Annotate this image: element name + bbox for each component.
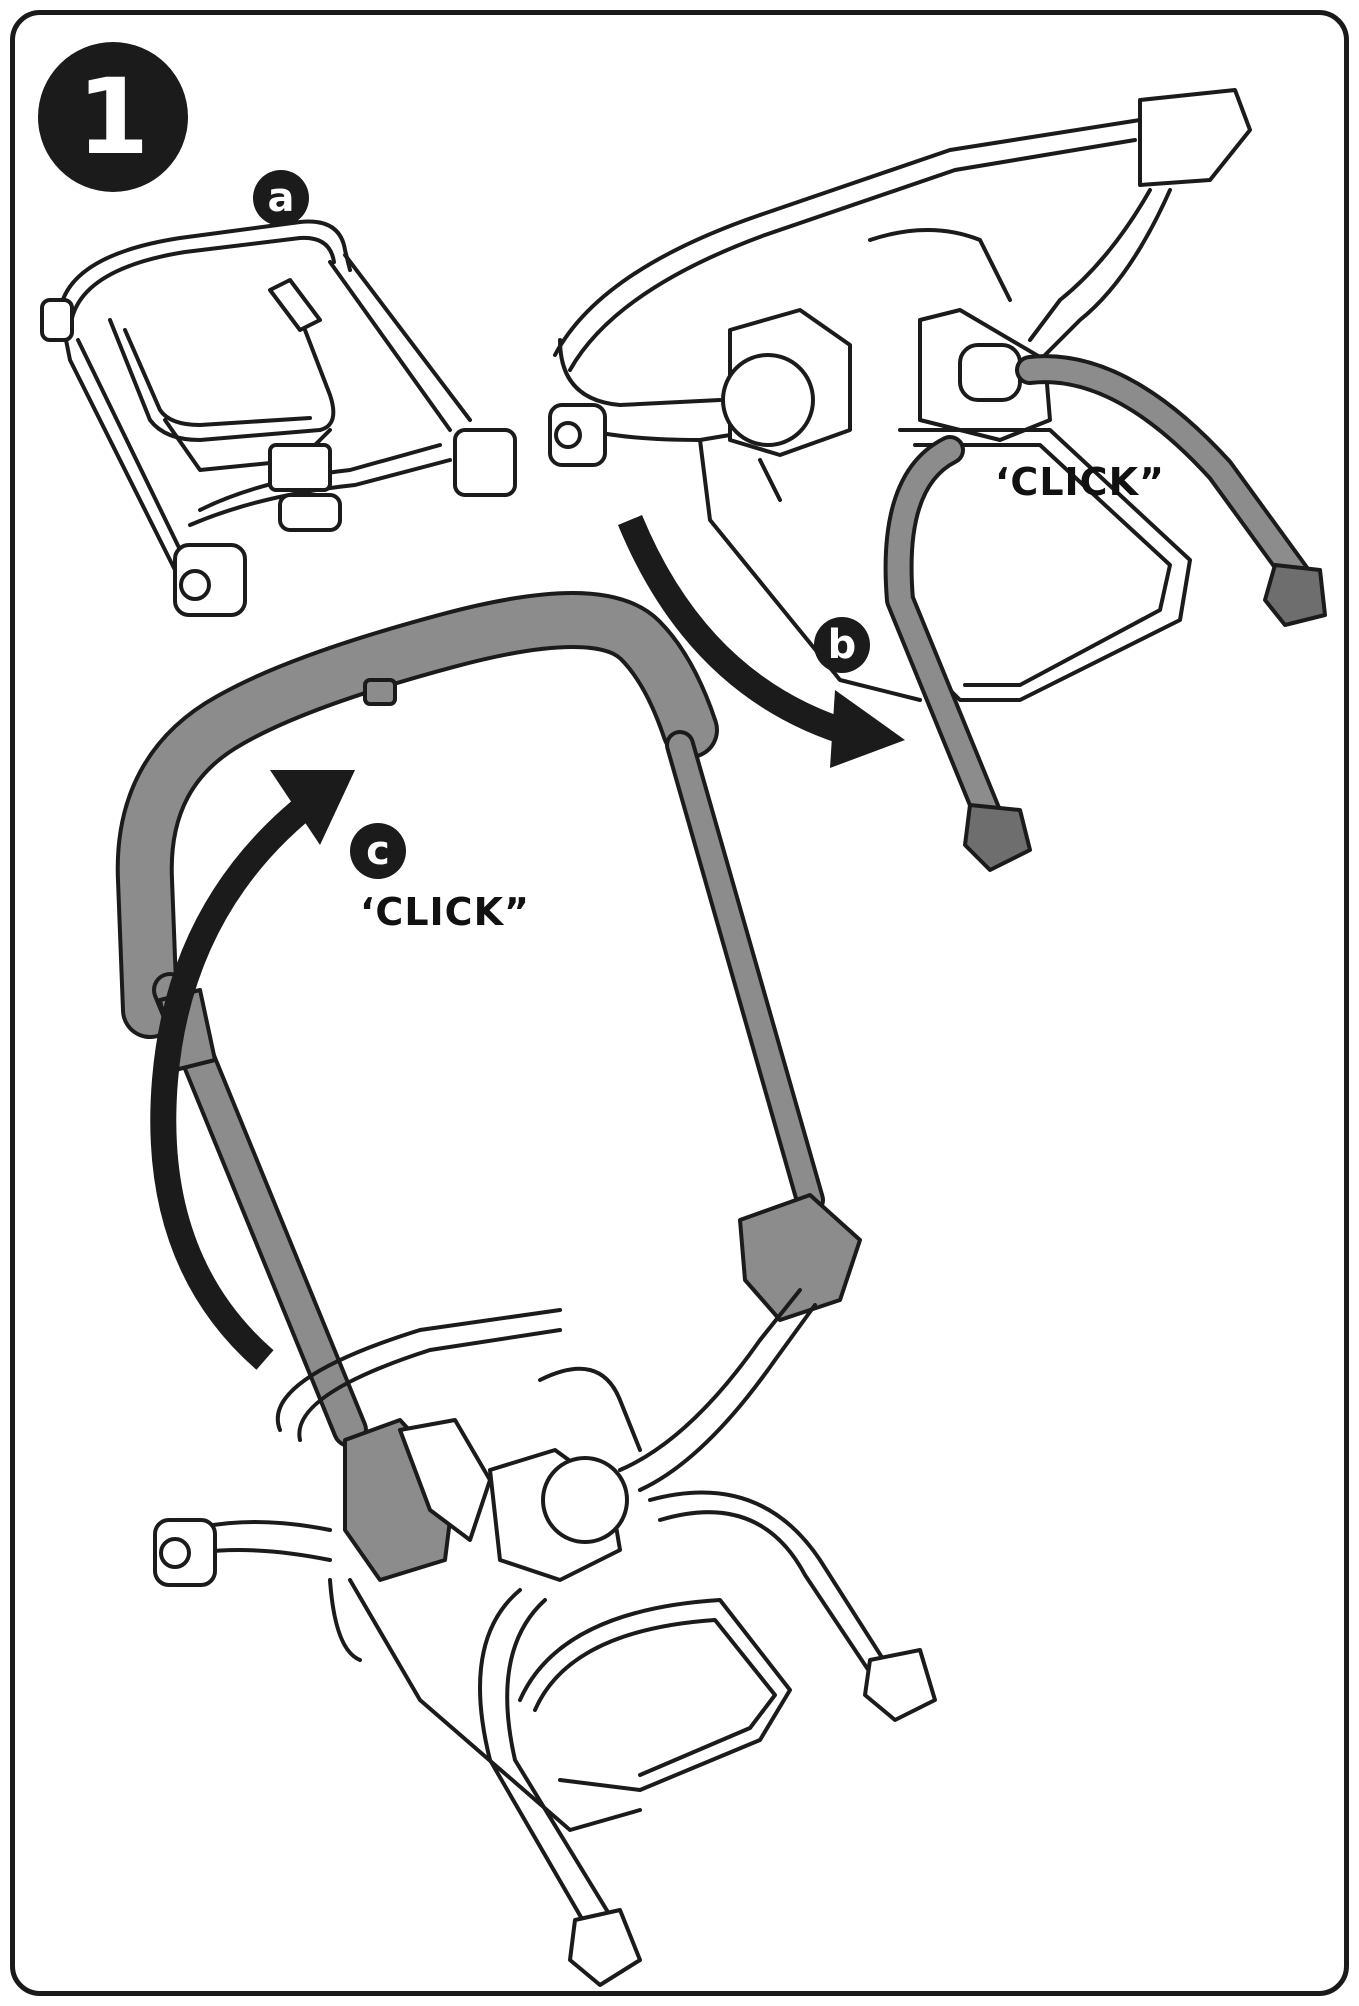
folded-frame-illustration bbox=[40, 219, 517, 617]
sub-step-badge-b: b bbox=[814, 617, 870, 673]
sub-step-label-b: b bbox=[827, 622, 857, 668]
arrow-c-icon bbox=[150, 770, 355, 1370]
step-number-badge: 1 bbox=[38, 42, 188, 192]
sub-step-badge-c: c bbox=[350, 823, 406, 879]
instruction-panel bbox=[10, 10, 1349, 1996]
handle-raise-illustration bbox=[115, 591, 937, 1987]
legs-attach-illustration bbox=[548, 88, 1327, 872]
arrow-b-icon bbox=[617, 515, 905, 768]
sub-step-label-c: c bbox=[366, 828, 390, 874]
step-number: 1 bbox=[76, 56, 150, 178]
click-callout-b: ‘CLICK” bbox=[995, 460, 1165, 504]
sub-step-badge-a: a bbox=[253, 170, 309, 226]
click-callout-c: ‘CLICK” bbox=[360, 890, 530, 934]
sub-step-label-a: a bbox=[267, 175, 295, 221]
